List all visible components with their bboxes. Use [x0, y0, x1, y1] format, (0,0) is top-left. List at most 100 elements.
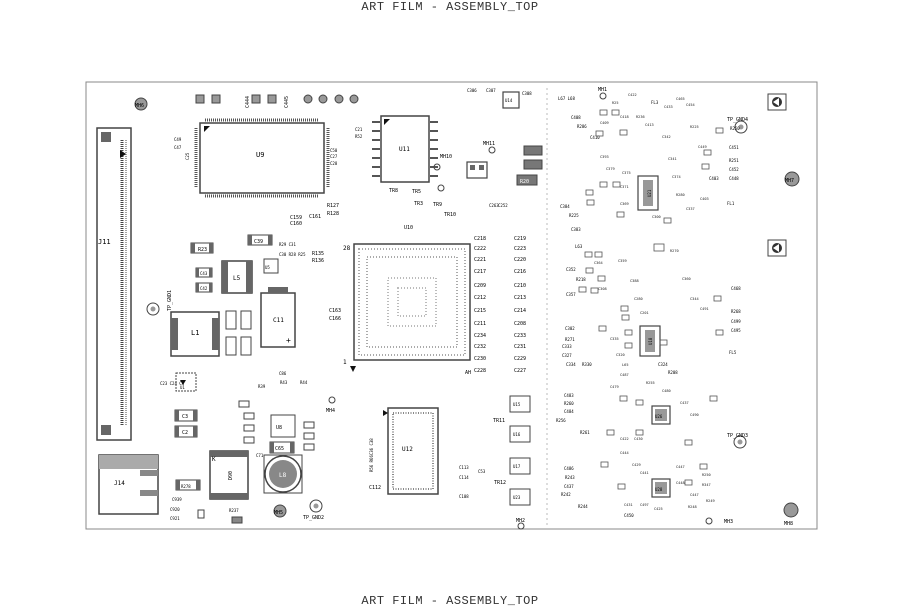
mounting-hole-mh6: MH6	[134, 97, 148, 111]
svg-text:U10: U10	[404, 225, 413, 231]
svg-text:C341: C341	[668, 157, 677, 161]
svg-text:C302: C302	[565, 326, 575, 331]
svg-text:C447: C447	[676, 465, 685, 469]
ic-u10-bga: 28 1 AH	[343, 243, 471, 376]
svg-text:C161: C161	[309, 214, 321, 220]
svg-text:C71: C71	[256, 453, 264, 458]
inductor-l1: L1	[170, 311, 220, 357]
ic-u12: U12	[383, 407, 439, 495]
svg-text:R286: R286	[577, 124, 587, 129]
svg-text:C371: C371	[620, 185, 629, 189]
svg-text:C114: C114	[459, 475, 469, 480]
svg-text:R236: R236	[636, 115, 645, 119]
svg-text:R225: R225	[690, 125, 699, 129]
page-header-title: ART FILM - ASSEMBLY_TOP	[361, 0, 539, 14]
svg-text:U11: U11	[399, 146, 410, 153]
svg-text:C112: C112	[369, 485, 381, 491]
svg-text:C342: C342	[662, 135, 671, 139]
svg-text:R25: R25	[612, 101, 619, 105]
svg-text:C334: C334	[566, 362, 576, 367]
ic-small-regulator	[466, 161, 488, 179]
svg-text:L8: L8	[279, 472, 287, 479]
svg-text:+: +	[286, 336, 291, 345]
svg-text:C227: C227	[514, 368, 526, 374]
svg-text:C437: C437	[680, 401, 689, 405]
svg-text:C388: C388	[630, 279, 639, 283]
svg-text:L5: L5	[233, 275, 241, 282]
svg-text:MH7: MH7	[785, 178, 794, 184]
bga-decoupling-column: C218 C222 C221 C217 C209 C212 C215 C211 …	[474, 236, 526, 374]
svg-text:C409: C409	[600, 121, 609, 125]
svg-text:C320: C320	[616, 353, 625, 357]
svg-text:C499: C499	[731, 319, 741, 324]
svg-text:TR10: TR10	[444, 212, 456, 218]
svg-text:C479: C479	[610, 385, 619, 389]
svg-text:L63: L63	[575, 244, 583, 249]
svg-text:C324: C324	[658, 362, 668, 367]
svg-text:R39: R39	[258, 384, 266, 389]
svg-text:C160: C160	[290, 221, 302, 227]
svg-text:TP_GND3: TP_GND3	[727, 433, 748, 439]
svg-text:R278: R278	[181, 484, 191, 489]
svg-text:C430: C430	[634, 437, 643, 441]
svg-text:C327: C327	[562, 353, 572, 358]
svg-text:C27: C27	[330, 154, 338, 159]
svg-text:C364: C364	[594, 261, 603, 265]
svg-text:U12: U12	[402, 446, 413, 453]
svg-text:R23: R23	[198, 247, 207, 253]
svg-text:MH4: MH4	[326, 408, 335, 414]
svg-text:C445: C445	[284, 96, 290, 108]
svg-text:C307: C307	[486, 88, 496, 93]
svg-text:C379: C379	[606, 167, 615, 171]
svg-text:C216: C216	[514, 269, 526, 275]
test-point-tp-gnd1: TP_GND1	[146, 290, 173, 316]
svg-text:C215: C215	[474, 308, 486, 314]
svg-text:C65: C65	[275, 446, 284, 452]
svg-text:C468: C468	[731, 286, 741, 291]
svg-text:C360: C360	[682, 277, 691, 281]
svg-text:R242: R242	[561, 492, 571, 497]
svg-text:28: 28	[343, 245, 351, 252]
label-j11: J11	[98, 238, 111, 246]
svg-text:C441: C441	[640, 471, 649, 475]
svg-text:MH5: MH5	[274, 510, 283, 516]
svg-text:R208: R208	[668, 370, 678, 375]
svg-text:C374: C374	[672, 175, 681, 179]
svg-text:U26: U26	[655, 414, 663, 419]
svg-text:L65: L65	[622, 363, 629, 367]
svg-text:C444: C444	[620, 451, 629, 455]
cap-c2: C2	[174, 425, 198, 438]
svg-text:C43: C43	[200, 271, 208, 276]
cap-c39: C39	[247, 234, 273, 246]
svg-text:C483: C483	[564, 393, 574, 398]
mounting-hole-mh4: MH4	[326, 396, 336, 414]
svg-text:R127: R127	[327, 203, 339, 209]
svg-text:C209: C209	[474, 283, 486, 289]
svg-text:U21: U21	[647, 189, 652, 197]
svg-text:TR11: TR11	[493, 418, 505, 424]
svg-text:R271: R271	[565, 337, 575, 342]
svg-text:U5: U5	[265, 265, 270, 270]
svg-text:R43: R43	[280, 380, 288, 385]
connector-j11: J11	[96, 127, 132, 441]
svg-text:C163: C163	[329, 308, 341, 314]
top-pad-row: C444 C445	[195, 94, 359, 108]
ic-u17: U17	[509, 457, 531, 475]
svg-text:TP_GND1: TP_GND1	[167, 290, 173, 311]
page-footer-title: ART FILM - ASSEMBLY_TOP	[361, 594, 539, 608]
svg-text:C359: C359	[618, 259, 627, 263]
cap-c25	[523, 145, 543, 156]
ic-u5: U5	[263, 258, 279, 274]
svg-text:R52: R52	[355, 134, 363, 139]
resistor-r23: R23	[190, 242, 214, 254]
svg-text:MH11: MH11	[483, 141, 495, 147]
mounting-hole-mh1: MH1	[598, 87, 607, 100]
svg-text:FL3: FL3	[651, 100, 659, 105]
svg-text:C495: C495	[731, 328, 741, 333]
svg-text:C491: C491	[700, 307, 709, 311]
svg-text:C231: C231	[514, 344, 526, 350]
svg-text:C452: C452	[729, 167, 739, 172]
mounting-hole-mh7: MH7	[784, 171, 800, 187]
svg-text:C232: C232	[474, 344, 486, 350]
svg-text:R280: R280	[676, 193, 685, 197]
